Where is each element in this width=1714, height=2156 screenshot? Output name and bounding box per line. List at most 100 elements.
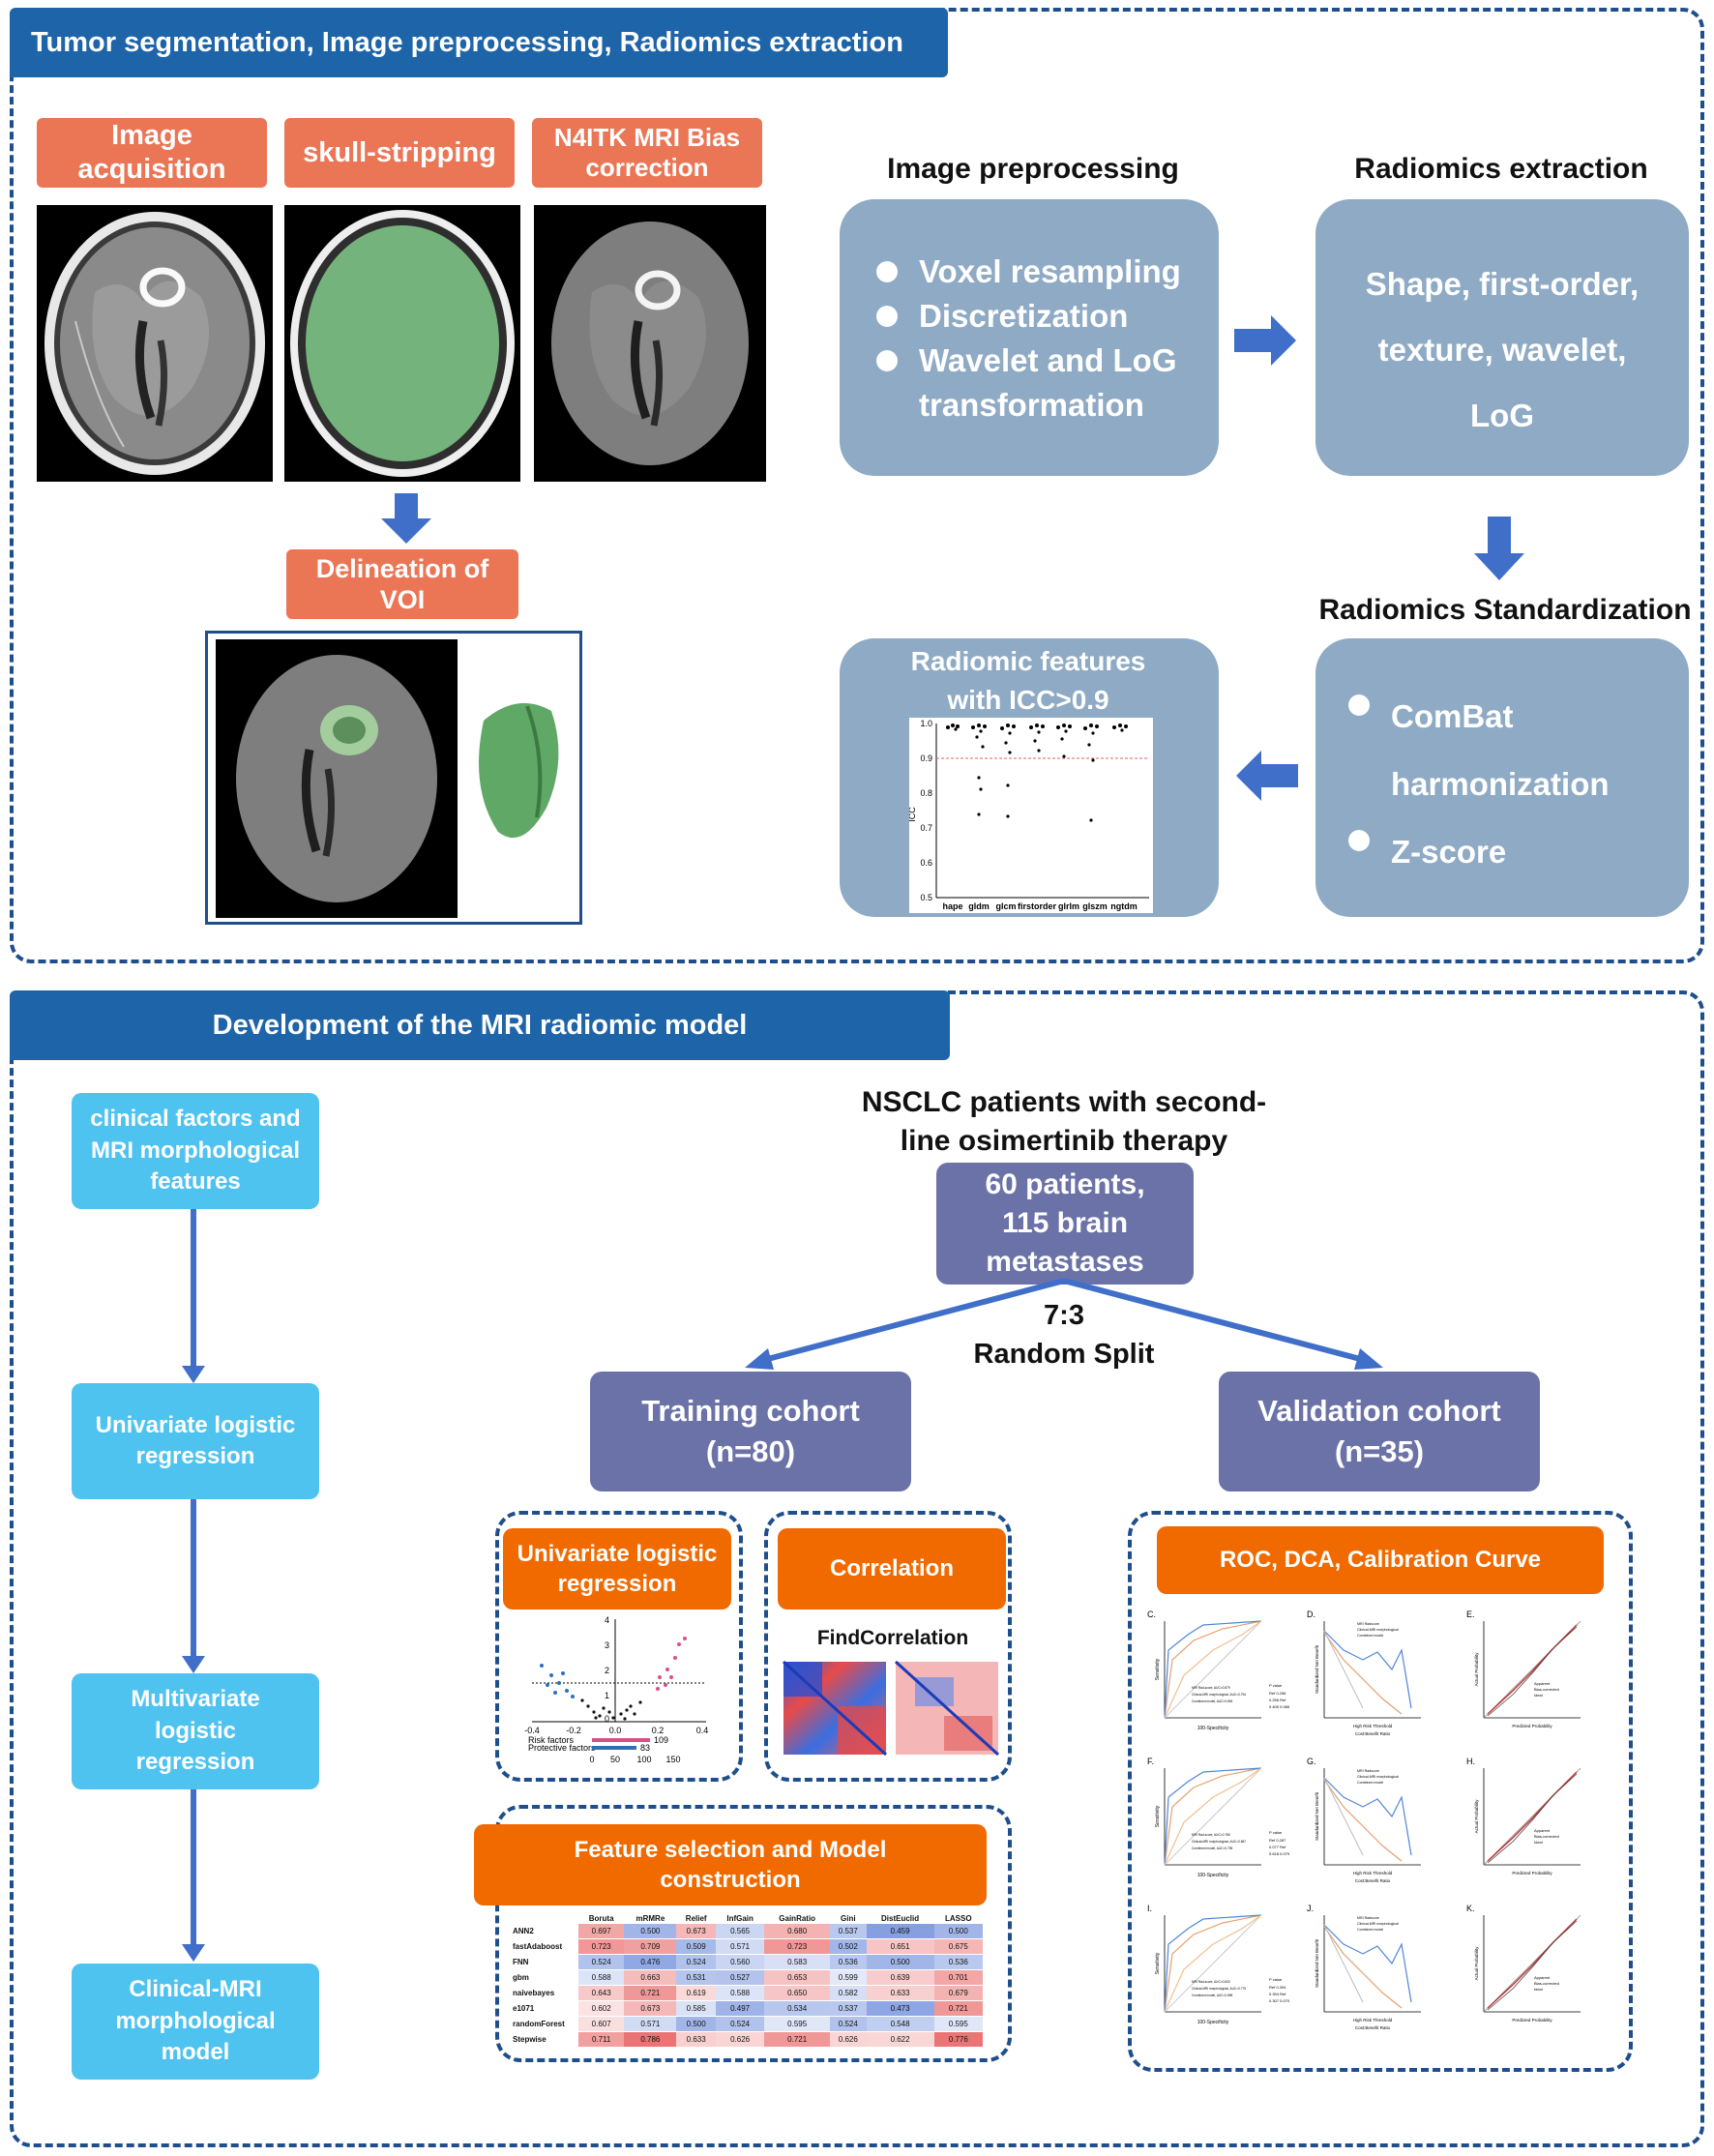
calibration-curve [1487,1773,1578,1864]
dca-legend-entry: Combined model [1357,1634,1383,1638]
dca-ylabel: Standardized Net Benefit [1315,1938,1319,1988]
left-flow-box: clinical factors and MRI morphological f… [72,1093,319,1209]
roc-legend-entry: Clinical-MRI morphological, AUC=0.794 [1192,1693,1246,1697]
p-table-row: 0.394 Ref [1269,1992,1286,1996]
auc-cell: 0.723 [764,1938,831,1955]
training-cohort-box: Training cohort (n=80) [590,1372,911,1491]
volcano-ytick: 3 [605,1640,609,1650]
roc-curve [1164,1767,1262,1866]
roc-curve [1164,1767,1262,1866]
validation-cohort-box: Validation cohort (n=35) [1219,1372,1540,1491]
roc-legend-entry: Clinical-MRI morphological, AUC=0.687 [1192,1840,1246,1844]
mri-image-acquisition [37,205,273,482]
dca-legend-entry: Clinical-MRI morphological [1357,1922,1399,1926]
calibration-curve [1487,1918,1578,2009]
auc-cell: 0.711 [578,2031,625,2048]
dca-legend-entry: Clinical-MRI morphological [1357,1775,1399,1779]
roc-xlabel: 100-Specificity [1197,2020,1229,2025]
calibration-legend-entry: Bias-corrected [1534,1834,1559,1839]
auc-cell: 0.497 [715,2000,765,2017]
volcano-legend: Protective factors [528,1743,596,1753]
dca-ylabel: Standardized Net Benefit [1315,1644,1319,1694]
roc-legend-entry: Combined model, AUC=0.795 [1192,1846,1232,1850]
icc-ytick: 0.8 [920,788,932,798]
correlation-panel [764,1511,1012,1782]
volcano-xtick: -0.4 [524,1726,540,1735]
auc-cell: 0.524 [578,1954,625,1970]
left-flow-text: Clinical-MRI morphological model [115,1976,276,2066]
auc-col-header: GainRatio [779,1914,816,1923]
split-ratio: 7:3 [1044,1300,1084,1331]
calibration-ylabel: Actual Probability [1474,1946,1479,1981]
dca-xlabel: Cost:Benefit Ratio [1355,1878,1391,1883]
preprocessing-item: Voxel resampling [872,250,1199,294]
auc-col-header: mRMRe [635,1914,665,1923]
auc-cell: 0.571 [624,2016,677,2032]
auc-row-label: e1071 [513,2004,535,2013]
skull-stripping-text: skull-stripping [303,136,496,168]
auc-cell: 0.527 [715,1969,765,1986]
calibration-legend-entry: Apparent [1534,1681,1551,1686]
split-arrows [745,1278,1383,1370]
dca-legend-entry: Combined model [1357,1781,1383,1785]
dca-legend-entry: MRI Radscore [1357,1769,1379,1773]
feature-selection-title: Feature selection and Model construction [574,1836,887,1893]
auc-cell: 0.663 [624,1969,677,1986]
auc-cell: 0.531 [676,1969,716,1986]
top-panel-title-text: Tumor segmentation, Image preprocessing,… [31,26,903,58]
auc-row-label: Stepwise [513,2035,547,2044]
auc-col-header: Gini [841,1914,856,1923]
roc-legend-entry: MRI Rad-score, AUC=0.786 [1192,1833,1230,1837]
volcano-xtick: 0.0 [609,1726,622,1735]
skull-stripping-label: skull-stripping [284,118,515,188]
auc-cell: 0.653 [764,1969,831,1986]
p-table-header: P value [1269,1977,1283,1982]
voi-image-frame [205,631,582,925]
auc-cell: 0.537 [830,1924,867,1939]
icc-ytick: 0.5 [920,893,932,902]
preprocessing-item: Wavelet and LoG transformation [872,339,1199,428]
auc-row-label: FNN [513,1958,529,1966]
population-text: NSCLC patients with second-line osimerti… [861,1086,1267,1157]
auc-cell: 0.588 [715,1985,765,2001]
calibration-xlabel: Predicted Probability [1512,1724,1552,1728]
correlation-title: Correlation [829,1555,954,1582]
standardization-list: ComBat harmonization Z-score [1345,683,1675,886]
icc-xtick: glszm [1082,901,1108,911]
auc-cell: 0.622 [866,2031,934,2048]
auc-col-header: InfGain [726,1914,754,1923]
dca-curve [1323,1926,1403,2009]
calibration-legend-entry: Ideal [1534,1840,1543,1845]
auc-cell: 0.633 [676,2031,716,2048]
patients-text: 60 patients, 115 brain metastases [985,1168,1145,1278]
left-flow-text: Multivariate logistic regression [131,1686,260,1776]
patients-box: 60 patients, 115 brain metastases [936,1163,1194,1285]
auc-cell: 0.721 [624,1985,677,2001]
dca-curve [1323,1632,1403,1715]
dca-xlabel: Cost:Benefit Ratio [1355,2025,1391,2030]
auc-cell: 0.786 [624,2031,677,2048]
mri-skull-stripping [284,205,520,482]
extraction-line: Shape, first-order, [1365,266,1640,302]
auc-cell: 0.721 [933,2000,983,2017]
image-acquisition-text: Image acquisition [77,120,226,185]
dca-curve [1323,1630,1412,1709]
calibration-ylabel: Actual Probability [1474,1799,1479,1834]
auc-cell: 0.571 [715,1938,765,1955]
auc-cell: 0.509 [676,1938,716,1955]
feature-selection-panel [495,1805,1012,2062]
extraction-line: LoG [1470,398,1534,433]
split-label: Random Split [973,1339,1155,1370]
delineation-label: Delineation of VOI [286,549,518,619]
icc-title: Radiomic features with ICC>0.9 [910,646,1146,715]
calibration-curve [1487,1626,1578,1717]
dca-xlabel: High Risk Threshold [1353,2018,1393,2023]
auc-cell: 0.709 [624,1938,677,1955]
icc-ytick: 0.6 [920,858,932,868]
roc-legend-entry: Clinical-MRI morphological, AUC=0.775 [1192,1987,1246,1991]
